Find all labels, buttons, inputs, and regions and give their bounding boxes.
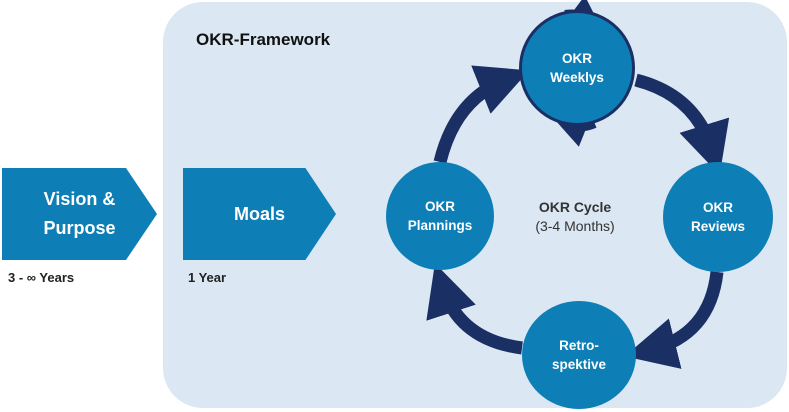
retro-line2: spektive: [551, 357, 607, 372]
weeklys-line1: OKR: [562, 51, 592, 66]
reviews-line2: Reviews: [690, 219, 746, 234]
node-retrospektive: Retro- spektive: [522, 301, 636, 409]
moals-label: Moals: [233, 203, 285, 224]
moals-chevron: Moals: [183, 168, 336, 260]
plannings-line2: Plannings: [407, 218, 473, 233]
vision-line2: Purpose: [43, 218, 116, 238]
retro-line1: Retro-: [559, 338, 599, 353]
vision-duration: 3 - ∞ Years: [8, 270, 75, 285]
cycle-subtitle: (3-4 Months): [535, 218, 615, 234]
vision-line1: Vision &: [43, 189, 116, 209]
cycle-title: OKR Cycle: [538, 199, 612, 215]
plannings-line1: OKR: [425, 199, 455, 214]
weekly-loop-arrow-bottom: [555, 117, 597, 147]
moals-duration: 1 Year: [188, 270, 227, 285]
arrow-reviews-to-retro: [624, 271, 724, 369]
vision-purpose-chevron: Vision & Purpose: [2, 168, 157, 260]
arrow-plannings-to-weeklys: [433, 65, 530, 164]
node-okr-plannings: OKR Plannings: [386, 162, 494, 270]
arrow-retro-to-plannings: [426, 263, 523, 355]
arrow-weeklys-to-reviews: [634, 73, 730, 175]
reviews-line1: OKR: [703, 200, 733, 215]
weeklys-line2: Weeklys: [550, 70, 604, 85]
framework-title: OKR-Framework: [196, 30, 331, 49]
node-okr-weeklys: OKR Weeklys: [519, 10, 635, 126]
cycle-center-label: OKR Cycle (3-4 Months): [515, 198, 635, 236]
node-okr-reviews: OKR Reviews: [663, 162, 773, 272]
